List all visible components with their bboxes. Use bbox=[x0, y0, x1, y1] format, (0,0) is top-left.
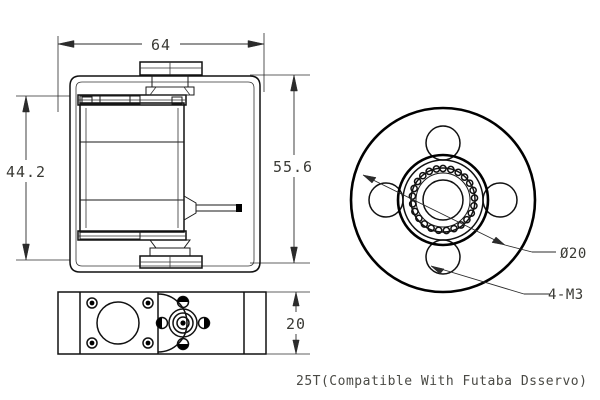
cable-connector bbox=[236, 204, 242, 212]
bottom-view-horn-arc bbox=[157, 293, 188, 353]
callout-mounting-holes: 4-M3 bbox=[430, 265, 584, 303]
servo-bracket-inner-outline bbox=[75, 81, 255, 267]
dimension-label-height-right: 55.6 bbox=[273, 158, 313, 176]
dimension-width-64: 64 bbox=[57, 33, 265, 112]
dimension-label-width: 64 bbox=[151, 36, 171, 54]
horn-disc-outer bbox=[349, 106, 537, 294]
bracket-top-tab bbox=[79, 95, 141, 105]
bottom-view-screw-hole-tr bbox=[142, 297, 154, 309]
servo-bracket-outline bbox=[69, 75, 261, 273]
screw-hole-center-tr bbox=[145, 300, 151, 306]
callout-label-bore-diameter: Ø20 bbox=[560, 246, 587, 262]
dimension-height-55-6: 55.6 bbox=[250, 74, 318, 264]
horn-hole-bottom-fill bbox=[177, 344, 189, 350]
screw-hole-center-br bbox=[145, 340, 151, 346]
screw-hole-center-tl bbox=[89, 300, 95, 306]
bottom-view-screw-hole-bl bbox=[86, 337, 98, 349]
horn-hub-inner-ring bbox=[402, 159, 484, 241]
servo-body bbox=[79, 102, 185, 233]
bottom-view-large-boss bbox=[96, 301, 140, 345]
horn-hub-outer-ring bbox=[396, 153, 490, 247]
servo-front-view bbox=[69, 61, 261, 273]
bottom-view-screw-hole-tl bbox=[86, 297, 98, 309]
dimension-label-height-left: 44.2 bbox=[6, 163, 46, 181]
servo-cable-exit bbox=[183, 195, 242, 221]
bottom-view-screw-hole-br bbox=[142, 337, 154, 349]
bottom-view-outline bbox=[57, 291, 267, 355]
screw-hole-center-bl bbox=[89, 340, 95, 346]
callout-bore-diameter: Ø20 bbox=[362, 174, 587, 262]
cable-grommet bbox=[183, 195, 197, 221]
servo-horn-disc-view bbox=[349, 106, 537, 294]
servo-bottom-view bbox=[57, 291, 267, 355]
servo-output-horn-top bbox=[139, 61, 203, 96]
bracket-bottom-tab bbox=[79, 230, 141, 240]
dimension-label-thickness: 20 bbox=[286, 315, 306, 333]
horn-hole-right-fill bbox=[204, 317, 210, 329]
spline-tooth-ring bbox=[408, 164, 479, 235]
drawing-caption: 25T(Compatible With Futaba Dsservo) bbox=[296, 374, 587, 389]
horn-hole-top-fill bbox=[177, 296, 189, 302]
dimension-thickness-20: 20 bbox=[266, 291, 314, 355]
dimension-height-44-2: 44.2 bbox=[2, 95, 70, 261]
callout-label-mounting-holes: 4-M3 bbox=[548, 287, 584, 303]
horn-center-bore bbox=[422, 179, 464, 221]
bottom-view-output-shaft bbox=[168, 308, 198, 338]
servo-output-horn-bottom bbox=[139, 239, 203, 269]
horn-hole-left-fill bbox=[156, 317, 162, 329]
